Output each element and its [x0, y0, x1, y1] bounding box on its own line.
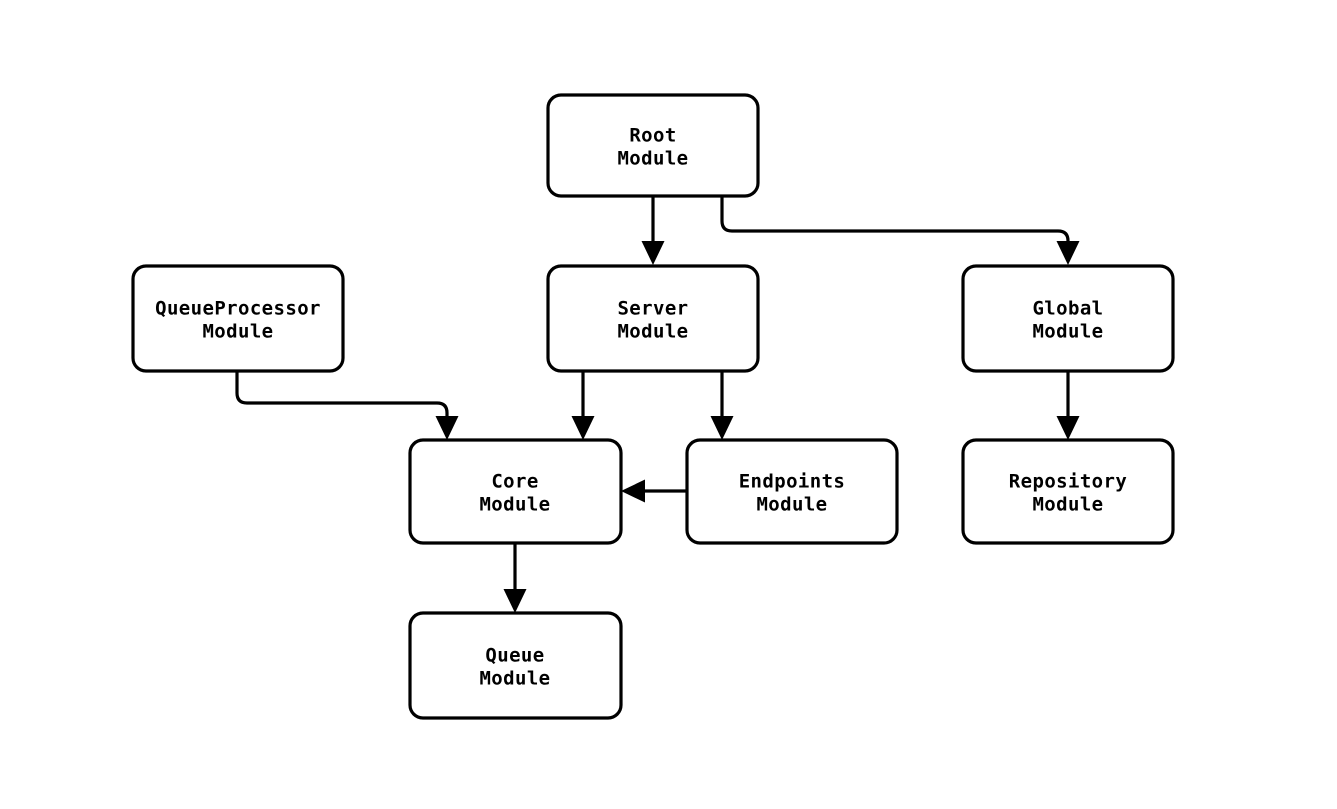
node-endpoints-module[interactable]: Endpoints Module [685, 438, 899, 545]
node-queue-module-label-line2: Module [479, 668, 550, 690]
edge-root-to-server-arrowhead [641, 241, 665, 265]
node-global-module[interactable]: Global Module [961, 264, 1175, 373]
edge-root-to-global [720, 196, 1080, 265]
node-core-module[interactable]: Core Module [408, 438, 623, 545]
node-queueprocessor-module-label-line2: Module [202, 321, 273, 343]
node-root-module-shape[interactable] [546, 93, 760, 198]
node-core-module-shape[interactable] [408, 438, 623, 545]
node-repository-module[interactable]: Repository Module [961, 438, 1175, 545]
edge-root-to-server [641, 196, 665, 265]
node-queue-module[interactable]: Queue Module [408, 611, 623, 720]
edge-endpoints-to-core [621, 479, 687, 503]
node-server-module-shape[interactable] [546, 264, 760, 373]
node-queueprocessor-module[interactable]: QueueProcessor Module [131, 264, 345, 373]
node-global-module-label-line1: Global [1032, 298, 1103, 320]
node-repository-module-label-line2: Module [1032, 494, 1103, 516]
node-endpoints-module-label-line2: Module [756, 494, 827, 516]
node-queue-module-label-line1: Queue [485, 645, 544, 667]
edge-root-to-global-arrowhead [1056, 241, 1080, 265]
node-repository-module-label-line1: Repository [1009, 471, 1127, 493]
edge-server-to-core-arrowhead [571, 416, 595, 440]
node-queue-module-shape[interactable] [408, 611, 623, 720]
node-global-module-shape[interactable] [961, 264, 1175, 373]
edge-core-to-queue [503, 543, 527, 613]
node-endpoints-module-label-line1: Endpoints [739, 471, 846, 493]
node-global-module-label-line2: Module [1032, 321, 1103, 343]
node-queueprocessor-module-shape[interactable] [131, 264, 345, 373]
node-root-module[interactable]: Root Module [546, 93, 760, 198]
node-server-module[interactable]: Server Module [546, 264, 760, 373]
node-core-module-label-line2: Module [479, 494, 550, 516]
edge-server-to-core [571, 371, 595, 440]
edge-global-to-repository [1056, 371, 1080, 440]
edge-queueprocessor-to-core-line [235, 371, 449, 425]
node-root-module-label-line1: Root [629, 125, 676, 147]
edge-core-to-queue-arrowhead [503, 589, 527, 613]
edge-queueprocessor-to-core-arrowhead [435, 416, 459, 440]
edge-root-to-global-line [720, 196, 1070, 251]
node-server-module-label-line1: Server [617, 298, 688, 320]
node-core-module-label-line1: Core [491, 471, 538, 493]
edge-endpoints-to-core-arrowhead [621, 479, 645, 503]
edge-server-to-endpoints [710, 371, 734, 440]
node-endpoints-module-shape[interactable] [685, 438, 899, 545]
node-server-module-label-line2: Module [617, 321, 688, 343]
node-repository-module-shape[interactable] [961, 438, 1175, 545]
node-queueprocessor-module-label-line1: QueueProcessor [155, 298, 321, 320]
edge-server-to-endpoints-arrowhead [710, 416, 734, 440]
edge-global-to-repository-arrowhead [1056, 416, 1080, 440]
node-root-module-label-line2: Module [617, 148, 688, 170]
edge-queueprocessor-to-core [235, 371, 459, 440]
